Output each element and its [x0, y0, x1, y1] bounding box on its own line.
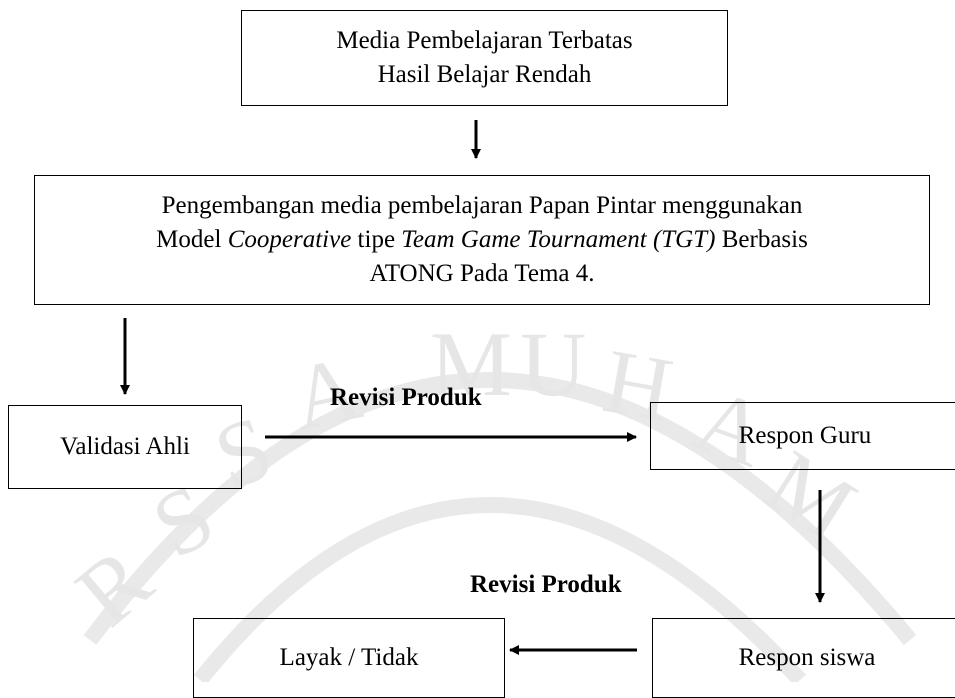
development-line-2-c: tipe — [351, 226, 402, 253]
expert-validation-label: Validasi Ahli — [60, 433, 190, 460]
development-box: Pengembangan media pembelajaran Papan Pi… — [34, 175, 930, 305]
teacher-response-box: Respon Guru — [650, 402, 955, 470]
revision-label-2: Revisi Produk — [470, 571, 622, 598]
development-line-2-e: Berbasis — [715, 226, 808, 253]
problem-line-2: Hasil Belajar Rendah — [377, 61, 592, 88]
problem-text: Media Pembelajaran Terbatas Hasil Belaja… — [336, 24, 632, 92]
development-line-2-b: Cooperative — [227, 226, 352, 253]
development-line-2-d: Team Game Tournament (TGT) — [401, 226, 716, 253]
development-line-2-a: Model — [156, 226, 228, 253]
development-line-1: Pengembangan media pembelajaran Papan Pi… — [161, 192, 803, 219]
teacher-response-label: Respon Guru — [738, 422, 872, 449]
development-text: Pengembangan media pembelajaran Papan Pi… — [156, 189, 808, 291]
problem-line-1: Media Pembelajaran Terbatas — [336, 27, 633, 54]
expert-validation-box: Validasi Ahli — [8, 405, 242, 489]
result-label: Layak / Tidak — [279, 644, 419, 671]
student-response-label: Respon siswa — [738, 644, 876, 671]
development-line-3: ATONG Pada Tema 4. — [369, 260, 595, 287]
student-response-box: Respon siswa — [652, 618, 955, 698]
revision-label-1: Revisi Produk — [330, 384, 482, 411]
connector-arrows — [120, 120, 825, 655]
problem-box: Media Pembelajaran Terbatas Hasil Belaja… — [241, 10, 728, 106]
development-line-2: Model Cooperative tipe Team Game Tournam… — [156, 223, 808, 257]
